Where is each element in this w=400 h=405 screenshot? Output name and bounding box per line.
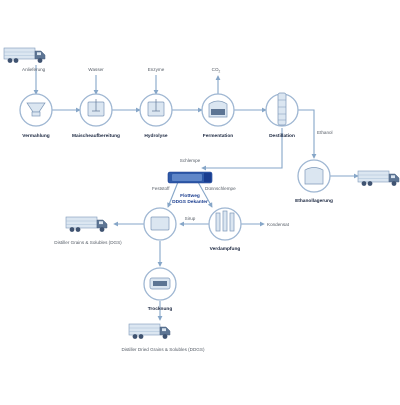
station-hydrolyse xyxy=(139,93,173,127)
label-destillation: Destillation xyxy=(269,133,295,139)
label-enzyme: Enzyme xyxy=(148,67,165,72)
label-maischeaufbereitung: Maischeaufbereitung xyxy=(72,133,120,139)
pipe-ethanol xyxy=(298,109,317,159)
label-dekanter-2: DDGS Dekanter xyxy=(172,199,208,205)
station-fermentation xyxy=(201,93,235,127)
station-trocknung xyxy=(143,267,177,301)
label-vermahlung: Vermahlung xyxy=(22,133,50,139)
label-feststoff: Feststoff xyxy=(152,186,170,191)
label-trocknung: Trocknung xyxy=(148,306,173,312)
label-fermentation: Fermentation xyxy=(203,133,233,139)
label-anlieferung: Anlieferung xyxy=(22,67,46,72)
distillation-column-icon xyxy=(277,92,287,126)
station-sirup-tank xyxy=(143,207,177,241)
label-kondensat: Kondensat xyxy=(267,222,290,227)
label-wasser: Wasser xyxy=(88,67,104,72)
pipe-schlempe xyxy=(201,128,283,171)
truck-anlieferung-icon xyxy=(3,47,46,64)
pipe-feststoff xyxy=(167,181,179,208)
pipe-duennschlempe xyxy=(197,181,213,208)
truck-ddgs-icon xyxy=(128,323,171,340)
truck-ethanol-icon xyxy=(357,170,400,187)
flow-lines xyxy=(33,65,359,321)
label-ddgs: Distiller Dried Grains & Solubles (DDGS) xyxy=(122,347,205,352)
station-vermahlung xyxy=(19,93,53,127)
label-schlempe: Schlempe xyxy=(180,158,201,163)
station-dekanter xyxy=(167,171,213,184)
evaporator-icon xyxy=(215,212,221,232)
station-ethanollagerung xyxy=(297,159,331,193)
station-maischeaufbereitung xyxy=(79,93,113,127)
label-dekanter-1: Flottweg xyxy=(180,193,200,199)
label-hydrolyse: Hydrolyse xyxy=(144,133,168,139)
station-verdampfung xyxy=(208,207,242,241)
syrup-tank-icon xyxy=(150,216,170,231)
label-co2: CO2 xyxy=(212,67,221,73)
label-duennschlempe: Dünnschlempe xyxy=(205,186,236,191)
storage-tank-icon xyxy=(304,167,324,185)
label-sirup: Sirup xyxy=(185,216,196,221)
truck-dgs-icon xyxy=(65,216,108,233)
label-ethanol: Ethanol xyxy=(317,130,333,135)
label-dgs: Distiller Grains & Solubles (DGS) xyxy=(54,240,122,245)
station-destillation xyxy=(265,92,299,127)
label-ethanollagerung: Ethanollagerung xyxy=(295,198,333,204)
labels: Anlieferung Wasser Enzyme CO2 Vermahlung… xyxy=(22,67,333,352)
label-verdampfung: Verdampfung xyxy=(210,246,241,252)
